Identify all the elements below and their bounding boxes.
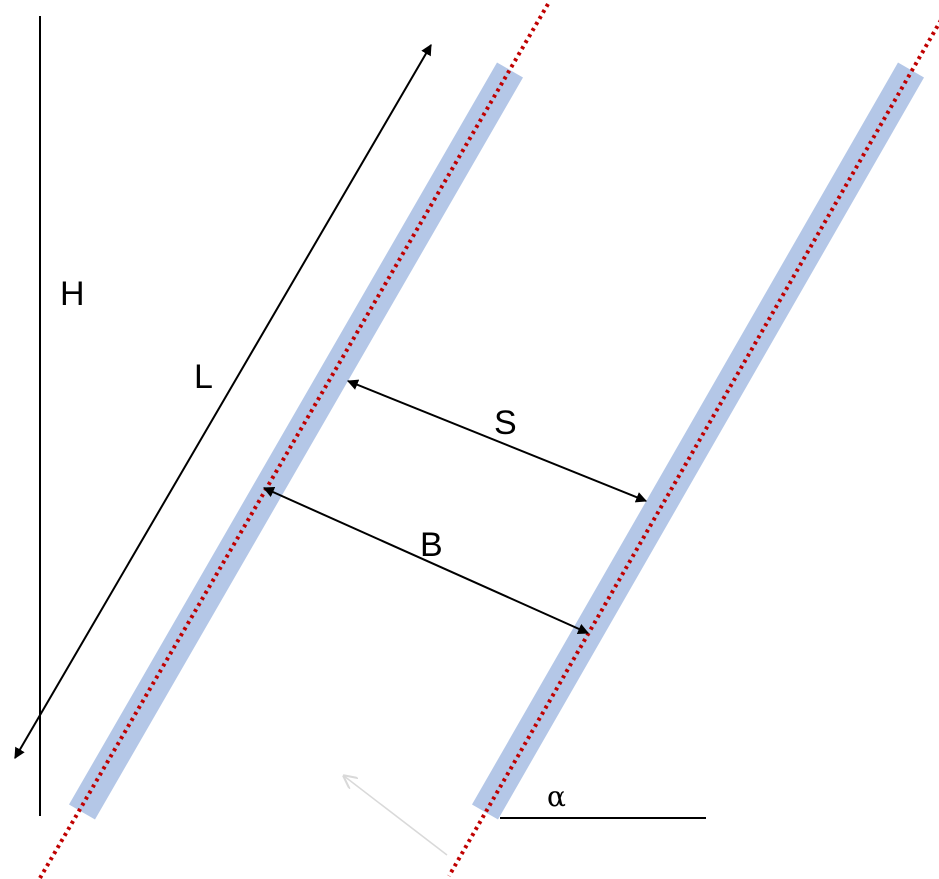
spacing-dimension-arrow [346, 379, 648, 503]
label-length: L [194, 358, 213, 396]
label-height: H [60, 275, 85, 313]
label-width: B [420, 526, 443, 564]
faint-arrow [344, 776, 448, 856]
width-dimension-arrow [262, 487, 590, 634]
label-angle: α [547, 780, 566, 813]
length-dimension-arrow [14, 44, 432, 759]
label-spacing: S [494, 404, 517, 442]
